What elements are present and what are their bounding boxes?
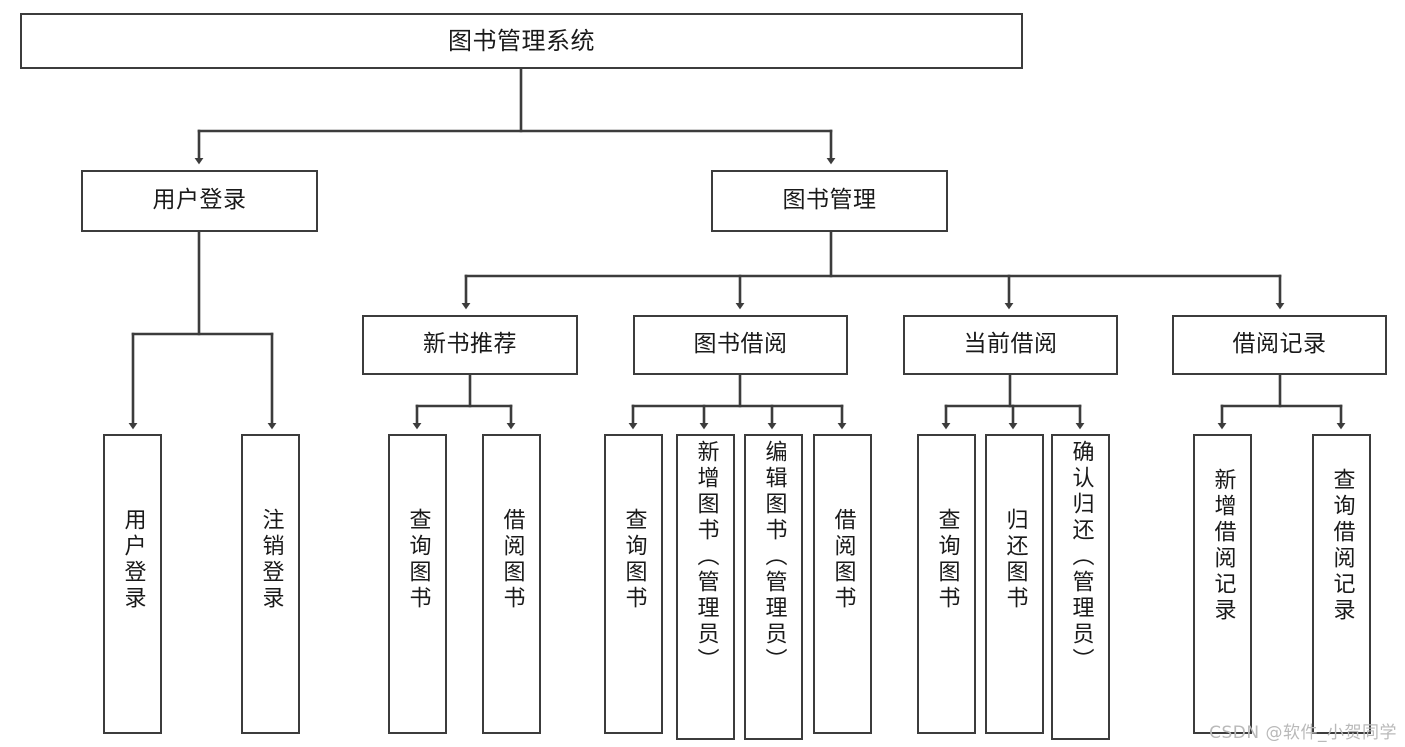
leaf-borrow-book-recommend[interactable]: 借阅图书: [482, 434, 541, 734]
node-book-borrow[interactable]: 图书借阅: [633, 315, 848, 375]
node-root-system[interactable]: 图书管理系统: [20, 13, 1023, 69]
node-label: 借阅记录: [1232, 331, 1327, 358]
leaf-query-book-current[interactable]: 查询图书: [917, 434, 976, 734]
node-label: 新书推荐: [423, 331, 517, 358]
leaf-edit-book[interactable]: 编辑图书（管理员）: [744, 434, 803, 740]
node-label: 查询图书: [621, 508, 647, 612]
node-label: 查询图书: [934, 508, 960, 612]
leaf-confirm-return[interactable]: 确认归还（管理员）: [1051, 434, 1110, 740]
node-borrow-record[interactable]: 借阅记录: [1172, 315, 1387, 375]
leaf-borrow-book[interactable]: 借阅图书: [813, 434, 872, 734]
node-label: 查询图书: [405, 508, 431, 612]
node-label: 借阅图书: [499, 508, 525, 612]
leaf-query-book-borrow[interactable]: 查询图书: [604, 434, 663, 734]
node-book-management[interactable]: 图书管理: [711, 170, 948, 232]
node-label: 新增图书（管理员）: [693, 440, 719, 674]
leaf-logout-login[interactable]: 注销登录: [241, 434, 300, 734]
node-label: 图书借阅: [693, 331, 788, 358]
leaf-add-borrow-record[interactable]: 新增借阅记录: [1193, 434, 1252, 734]
node-label: 用户登录: [152, 187, 247, 214]
node-label: 图书管理: [782, 187, 877, 214]
node-label: 新增借阅记录: [1210, 468, 1236, 624]
leaf-add-book[interactable]: 新增图书（管理员）: [676, 434, 735, 740]
node-user-login[interactable]: 用户登录: [81, 170, 318, 232]
node-new-book-recommend[interactable]: 新书推荐: [362, 315, 578, 375]
node-label: 确认归还（管理员）: [1068, 440, 1094, 674]
leaf-query-borrow-record[interactable]: 查询借阅记录: [1312, 434, 1371, 734]
node-label: 当前借阅: [963, 331, 1058, 358]
node-current-borrow[interactable]: 当前借阅: [903, 315, 1118, 375]
node-label: 查询借阅记录: [1329, 468, 1355, 624]
node-label: 注销登录: [258, 508, 284, 612]
node-label: 用户登录: [120, 508, 146, 612]
leaf-query-book-recommend[interactable]: 查询图书: [388, 434, 447, 734]
leaf-user-login[interactable]: 用户登录: [103, 434, 162, 734]
node-label: 编辑图书（管理员）: [761, 440, 787, 674]
node-label: 借阅图书: [830, 508, 856, 612]
watermark-text: CSDN @软件_小贺同学: [1209, 723, 1397, 743]
node-label: 图书管理系统: [448, 26, 595, 55]
leaf-return-book[interactable]: 归还图书: [985, 434, 1044, 734]
node-label: 归还图书: [1002, 508, 1028, 612]
